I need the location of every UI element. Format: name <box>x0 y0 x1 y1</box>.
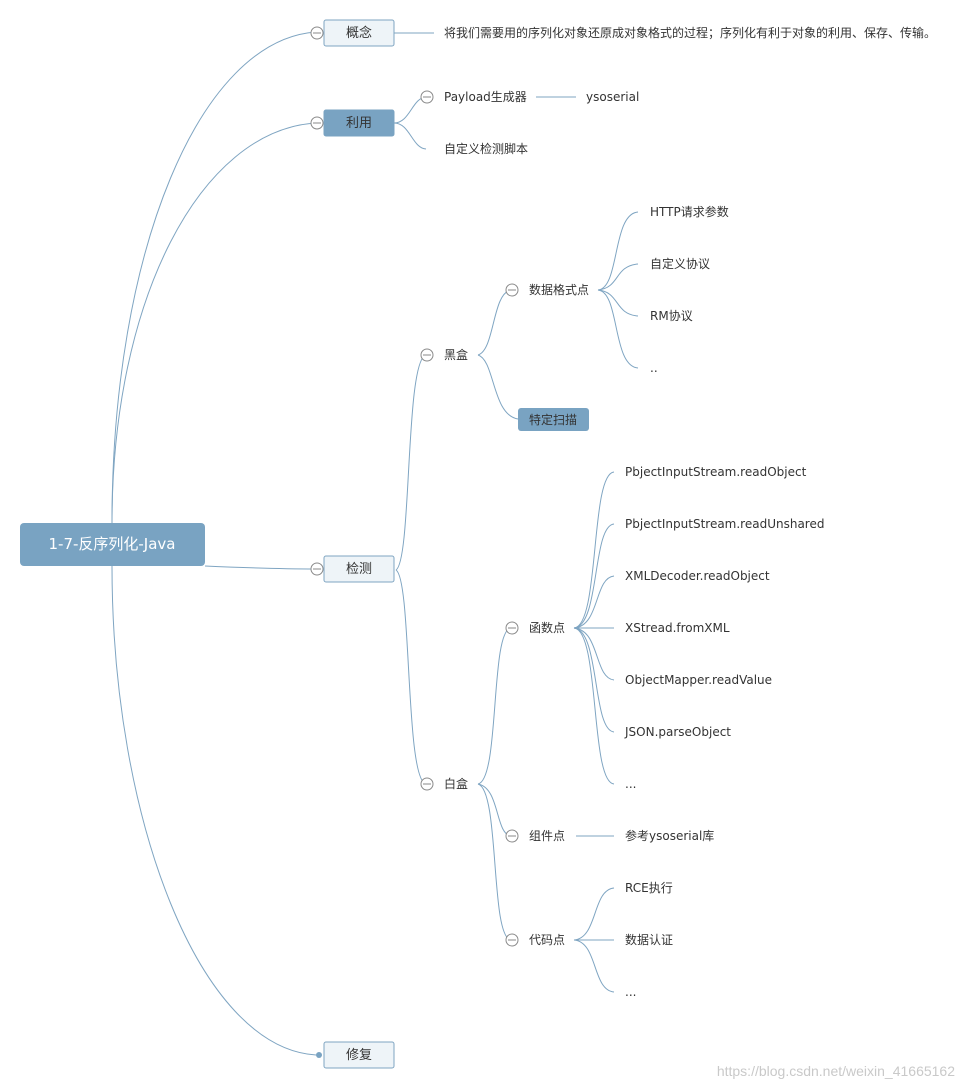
connector-df-3 <box>597 289 639 317</box>
collapse-minus-icon[interactable] <box>420 777 434 791</box>
connector-fn-1 <box>573 471 615 629</box>
node-detect-label: 检测 <box>346 562 372 577</box>
node-code[interactable]: 代码点 <box>529 933 565 947</box>
node-components[interactable]: 组件点 <box>529 829 565 843</box>
concept-detail: 将我们需要用的序列化对象还原成对象格式的过程；序列化有利于对象的利用、保存、传输… <box>444 25 936 40</box>
collapse-minus-icon[interactable] <box>310 116 324 130</box>
collapse-minus-icon[interactable] <box>505 933 519 947</box>
node-payload-generator[interactable]: Payload生成器 <box>444 90 527 104</box>
fn-item-5[interactable]: ObjectMapper.readValue <box>625 673 772 687</box>
collapse-minus-icon[interactable] <box>505 283 519 297</box>
node-ysoserial[interactable]: ysoserial <box>586 90 639 104</box>
connector-df-1 <box>597 211 639 291</box>
connector-code-3 <box>573 939 615 993</box>
fn-item-4[interactable]: XStread.fromXML <box>625 621 730 635</box>
collapse-minus-icon[interactable] <box>505 829 519 843</box>
node-exploit[interactable]: 利用 <box>323 109 395 137</box>
connector-whitebox-components <box>477 783 512 837</box>
node-specific-scan-label: 特定扫描 <box>529 412 577 427</box>
expand-dot-icon[interactable] <box>316 1052 322 1058</box>
df-item-4[interactable]: .. <box>650 361 658 375</box>
connector-detect-blackbox <box>395 354 427 571</box>
node-custom-script[interactable]: 自定义检测脚本 <box>444 141 528 156</box>
code-item-1[interactable]: RCE执行 <box>625 881 673 895</box>
connector-exploit-payload <box>393 96 427 124</box>
connector-whitebox-functions <box>477 627 512 785</box>
code-item-3[interactable]: ... <box>625 985 636 999</box>
connector-root-detect <box>204 565 317 570</box>
fn-item-2[interactable]: PbjectInputStream.readUnshared <box>625 517 824 531</box>
collapse-buttons <box>310 26 519 947</box>
connector-code-1 <box>573 887 615 941</box>
connector-fn-2 <box>573 523 615 629</box>
connector-blackbox-scan <box>477 354 519 420</box>
node-detect[interactable]: 检测 <box>323 555 395 583</box>
connector-root-concept <box>111 31 317 524</box>
node-specific-scan[interactable]: 特定扫描 <box>518 408 589 431</box>
connector-df-2 <box>597 263 639 291</box>
df-item-1[interactable]: HTTP请求参数 <box>650 204 729 219</box>
connector-fn-5 <box>573 627 615 681</box>
collapse-minus-icon[interactable] <box>420 348 434 362</box>
root-label: 1-7-反序列化-Java <box>48 535 175 553</box>
fn-item-6[interactable]: JSON.parseObject <box>624 725 731 739</box>
collapse-minus-icon[interactable] <box>505 621 519 635</box>
df-item-2[interactable]: 自定义协议 <box>650 256 710 271</box>
fn-item-3[interactable]: XMLDecoder.readObject <box>625 569 770 583</box>
node-concept-label: 概念 <box>346 25 372 41</box>
node-fix-label: 修复 <box>346 1048 372 1063</box>
node-functions[interactable]: 函数点 <box>529 620 565 635</box>
connector-fn-7 <box>573 627 615 785</box>
collapse-minus-icon[interactable] <box>420 90 434 104</box>
collapse-minus-icon[interactable] <box>310 26 324 40</box>
connector-df-4 <box>597 289 639 369</box>
connector-exploit-script <box>393 122 427 150</box>
node-whitebox[interactable]: 白盒 <box>444 776 468 791</box>
node-fix[interactable]: 修复 <box>323 1041 395 1069</box>
collapse-minus-icon[interactable] <box>310 562 324 576</box>
connector-whitebox-code <box>477 783 512 941</box>
node-blackbox[interactable]: 黑盒 <box>444 347 468 362</box>
watermark: https://blog.csdn.net/weixin_41665162 <box>717 1063 955 1079</box>
fn-item-1[interactable]: PbjectInputStream.readObject <box>625 465 807 479</box>
connector-root-fix <box>111 565 317 1056</box>
components-item[interactable]: 参考ysoserial库 <box>625 828 714 843</box>
fn-item-7[interactable]: ... <box>625 777 636 791</box>
connector-detect-whitebox <box>395 569 427 785</box>
connector-root-exploit <box>111 122 317 524</box>
connector-fn-6 <box>573 627 615 733</box>
node-data-format[interactable]: 数据格式点 <box>529 282 589 297</box>
root-node[interactable]: 1-7-反序列化-Java <box>20 523 205 566</box>
node-exploit-label: 利用 <box>346 116 372 131</box>
connector-lines <box>111 31 639 1056</box>
df-item-3[interactable]: RM协议 <box>650 308 693 323</box>
connector-blackbox-dataformat <box>477 289 512 356</box>
node-concept[interactable]: 概念 <box>323 19 395 47</box>
code-item-2[interactable]: 数据认证 <box>625 932 673 947</box>
connector-fn-3 <box>573 575 615 629</box>
